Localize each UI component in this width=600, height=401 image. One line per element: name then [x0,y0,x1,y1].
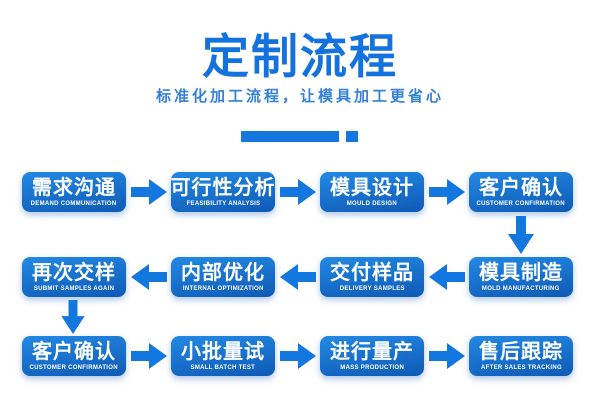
step-mold-manufacturing: 模具制造 MOLD MANUFACTURING [469,257,573,297]
step-caption-wrap: AFTER SALES TRACKING [469,363,573,372]
page-title: 定制流程 [202,30,398,83]
arrow-right-icon [130,343,167,369]
step-label-zh: 模具设计 [330,176,414,199]
step-caption-wrap: CUSTOMER CONFIRMATION [469,199,573,208]
step-label-zh: 客户确认 [32,340,116,363]
step-mass-production: 进行量产 MASS PRODUCTION [320,336,424,376]
step-caption-wrap: INTERNAL OPTIMIZATION [171,284,275,293]
step-label-en: MOULD DESIGN [346,199,398,207]
arrow-left-icon [279,264,316,290]
step-label-zh: 内部优化 [181,261,265,284]
step-delivery-samples: 交付样品 DELIVERY SAMPLES [320,257,424,297]
step-label-en: MOLD MANUFACTURING [482,284,560,292]
step-label-en: INTERNAL OPTIMIZATION [182,284,264,292]
arrow-down-icon [508,216,534,254]
step-caption-wrap: MOULD DESIGN [320,199,424,208]
flow-row-1: 需求沟通 DEMAND COMMUNICATION 可行性分析 FEASIBIL… [22,172,573,212]
arrow-right-icon [428,179,465,205]
arrow-right-icon [279,179,316,205]
step-small-batch-test: 小批量试 SMALL BATCH TEST [171,336,275,376]
step-caption-wrap: MOLD MANUFACTURING [469,284,573,293]
step-label-en: CUSTOMER CONFIRMATION [476,199,566,207]
step-submit-samples-again: 再次交样 SUBMIT SAMPLES AGAIN [22,257,126,297]
step-label-zh: 模具制造 [479,261,563,284]
step-label-zh: 需求沟通 [32,176,116,199]
step-after-sales-tracking: 售后跟踪 AFTER SALES TRACKING [469,336,573,376]
arrow-left-icon [130,264,167,290]
step-caption-wrap: DEMAND COMMUNICATION [22,199,126,208]
step-caption-wrap: MASS PRODUCTION [320,363,424,372]
arrow-right-icon [279,343,316,369]
divider-square [346,131,358,142]
step-label-zh: 可行性分析 [171,176,275,199]
step-caption-wrap: SUBMIT SAMPLES AGAIN [22,284,126,293]
step-label-en: AFTER SALES TRACKING [480,363,562,371]
step-label-en: DEMAND COMMUNICATION [31,199,117,207]
divider-bar [241,131,339,142]
step-label-en: SMALL BATCH TEST [190,363,256,371]
flow-row-3: 客户确认 CUSTOMER CONFIRMATION 小批量试 SMALL BA… [22,336,573,376]
step-caption-wrap: CUSTOMER CONFIRMATION [22,363,126,372]
step-label-en: MASS PRODUCTION [340,363,404,371]
step-feasibility-analysis: 可行性分析 FEASIBILITY ANALYSIS [171,172,275,212]
step-caption-wrap: FEASIBILITY ANALYSIS [171,199,275,208]
step-label-zh: 交付样品 [330,261,414,284]
step-label-zh: 客户确认 [479,176,563,199]
arrow-down-icon [61,300,85,334]
divider-decoration [241,131,358,142]
flow-row-2: 再次交样 SUBMIT SAMPLES AGAIN 内部优化 INTERNAL … [22,257,573,297]
page-subtitle: 标准化加工流程，让模具加工更省心 [155,88,444,105]
step-mould-design: 模具设计 MOULD DESIGN [320,172,424,212]
step-customer-confirmation-2: 客户确认 CUSTOMER CONFIRMATION [22,336,126,376]
arrow-left-icon [428,264,465,290]
arrow-right-icon [130,179,167,205]
step-caption-wrap: DELIVERY SAMPLES [320,284,424,293]
step-label-zh: 再次交样 [32,261,116,284]
arrow-right-icon [428,343,465,369]
step-label-en: SUBMIT SAMPLES AGAIN [33,284,115,292]
step-label-en: CUSTOMER CONFIRMATION [29,363,119,371]
step-label-zh: 售后跟踪 [479,340,563,363]
step-demand-communication: 需求沟通 DEMAND COMMUNICATION [22,172,126,212]
step-customer-confirmation-1: 客户确认 CUSTOMER CONFIRMATION [469,172,573,212]
step-label-en: DELIVERY SAMPLES [339,284,405,292]
step-internal-optimization: 内部优化 INTERNAL OPTIMIZATION [171,257,275,297]
step-label-zh: 进行量产 [330,340,414,363]
step-label-en: FEASIBILITY ANALYSIS [186,199,260,207]
step-label-zh: 小批量试 [181,340,265,363]
step-caption-wrap: SMALL BATCH TEST [171,363,275,372]
